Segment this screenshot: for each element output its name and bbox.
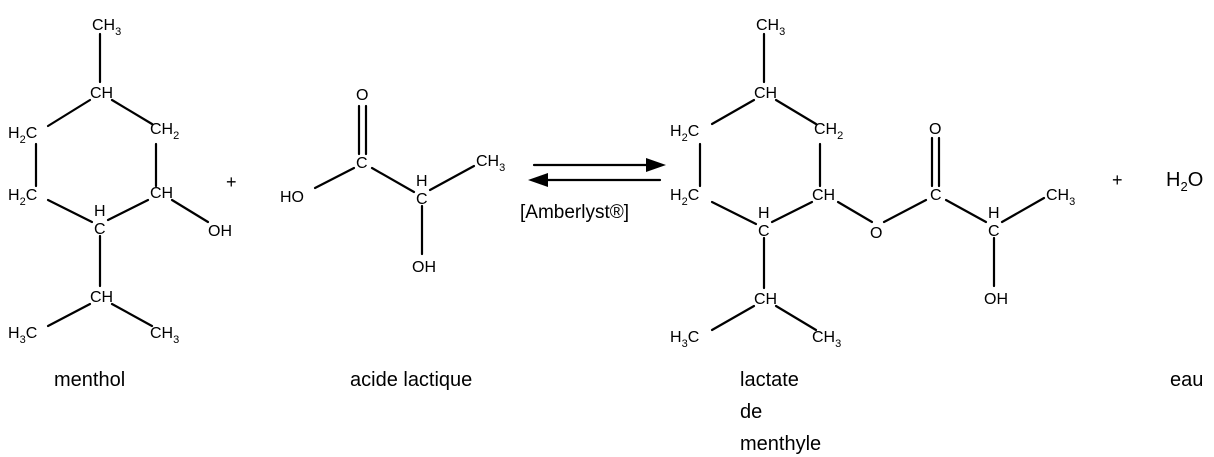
atom-label: H [758,205,770,222]
atom-label: C [94,221,106,238]
atom-label: OH [984,291,1008,308]
bond [1000,196,1046,224]
atom-label: CH [754,291,777,308]
atom-label: CH [150,185,173,202]
menthyl-lactate-structure: CH3 CH H2C CH2 H2C CH H C O O C H C CH3 … [670,17,1075,350]
bond [428,164,476,192]
bond [882,198,928,224]
caption-menthyl-lactate-line2: de [740,401,762,423]
atom-label: O [870,225,882,242]
caption-lactic-acid: acide lactique [350,369,472,391]
atom-label: OH [208,223,232,240]
caption-menthol: menthol [54,369,125,391]
bond [110,302,154,328]
atom-label: CH3 [1046,187,1075,208]
bond [370,166,416,194]
caption-menthyl-lactate-line3: menthyle [740,433,821,455]
atom-label: H [94,203,106,220]
atom-label: CH2 [150,121,179,142]
atom-label: CH [90,289,113,306]
bond [774,304,818,332]
bond [46,198,94,224]
atom-label: H2C [8,125,37,146]
water-formula: H2O [1166,169,1203,194]
bond [774,98,818,126]
atom-label: H2C [8,187,37,208]
equilibrium-arrows [528,158,666,187]
atom-label: CH [812,187,835,204]
atom-label: CH3 [812,329,841,350]
bond [710,98,756,126]
plus-sign: + [1112,170,1123,190]
bond [46,98,92,128]
atom-label: CH [90,85,113,102]
bond [170,198,210,224]
atom-label: C [416,191,428,208]
atom-label: CH3 [92,17,121,38]
forward-arrowhead [646,158,666,172]
bond [46,302,92,328]
atom-label: C [988,223,1000,240]
bond [770,200,814,224]
atom-label: H [988,205,1000,222]
bond [313,166,356,190]
caption-water: eau [1170,369,1203,391]
catalyst-label: [Amberlyst®] [520,202,629,223]
atom-label: H2C [670,123,699,144]
bond [710,200,758,226]
atom-label: O [356,87,368,104]
atom-label: C [758,223,770,240]
atom-label: CH [754,85,777,102]
atom-label: H [416,173,428,190]
atom-label: CH3 [150,325,179,346]
bond [710,304,756,332]
atom-label: H3C [670,329,699,350]
atom-label: CH3 [756,17,785,38]
plus-sign: + [226,172,237,192]
atom-label: O [929,121,941,138]
reverse-arrowhead [528,173,548,187]
atom-label: H2C [670,187,699,208]
atom-label: CH3 [476,153,505,174]
atom-label: C [930,187,942,204]
bond [944,198,988,224]
bond [836,200,874,224]
atom-label: CH2 [814,121,843,142]
bond [110,98,154,126]
lactic-acid-structure: O C CH3 HO H C OH [280,87,505,276]
atom-label: H3C [8,325,37,346]
bond [106,198,150,222]
atom-label: C [356,155,368,172]
menthol-structure: CH3 CH H2C CH2 H2C CH H C OH CH H3C CH3 [8,17,232,346]
atom-label: HO [280,189,304,206]
caption-menthyl-lactate-line1: lactate [740,369,799,391]
atom-label: OH [412,259,436,276]
